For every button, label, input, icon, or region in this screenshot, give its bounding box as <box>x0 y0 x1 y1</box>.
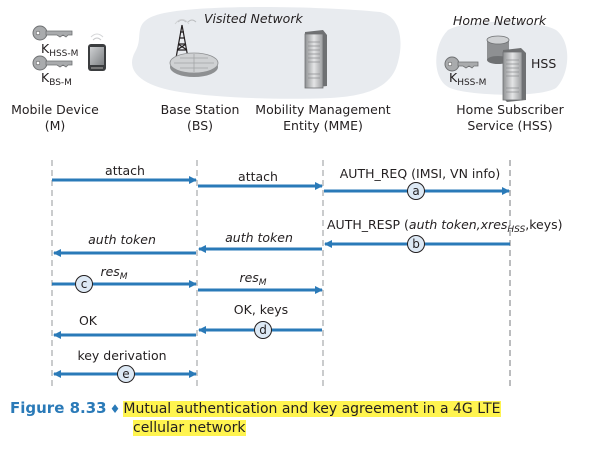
message-label-auth-token-bs-m: auth token <box>88 232 156 247</box>
entity-mme-name: Mobility Management <box>255 102 390 117</box>
step-label-c: c <box>81 277 88 291</box>
entity-m-name: Mobile Device <box>11 102 99 117</box>
entity-mme-id: Entity (MME) <box>283 118 363 133</box>
message-label-res-m-bs: resM <box>100 264 127 282</box>
entity-hss-name: Home Subscriber <box>456 102 564 117</box>
message-label-auth-resp: AUTH_RESP (auth token,xresHSS,keys) <box>327 217 563 235</box>
message-label-key-derivation: key derivation <box>77 348 166 363</box>
figure-number: Figure 8.33 <box>10 399 107 417</box>
home-network-label: Home Network <box>453 13 547 28</box>
message-label-attach-m-bs: attach <box>105 163 145 178</box>
caption-line-1: Mutual authentication and key agreement … <box>123 401 501 417</box>
mobile-phone-icon <box>88 33 106 71</box>
message-label-ok: OK <box>79 313 98 328</box>
mobile-key2-label: KBS-M <box>41 70 72 88</box>
figure-caption: Figure 8.33♦Mutual authentication and ke… <box>10 399 600 438</box>
hss-label: HSS <box>531 56 556 71</box>
entity-bs-id: (BS) <box>187 118 213 133</box>
caption-line-2: cellular network <box>133 420 246 436</box>
message-label-ok-keys: OK, keys <box>234 302 288 317</box>
visited-network-label: Visited Network <box>204 11 303 26</box>
hss-key-icon <box>444 56 479 72</box>
caption-separator: ♦ <box>109 402 121 416</box>
step-label-e: e <box>122 367 129 381</box>
step-label-d: d <box>259 323 267 337</box>
step-label-b: b <box>412 237 420 251</box>
step-marker-b <box>407 235 425 253</box>
step-marker-c <box>75 275 93 293</box>
step-label-a: a <box>412 184 419 198</box>
hss-key-label: KHSS-M <box>449 70 486 88</box>
hss-server-icon <box>502 48 526 102</box>
mme-server-icon <box>304 30 327 89</box>
key-icon-hss-m <box>32 25 73 41</box>
step-marker-d <box>254 321 272 339</box>
message-label-res-bs-mme: resM <box>239 270 266 288</box>
step-marker-e <box>117 365 135 383</box>
key-icon-bs-m <box>32 55 73 71</box>
base-station-icon <box>169 19 219 77</box>
mobile-key1-label: KHSS-M <box>41 41 78 59</box>
message-label-auth-req: AUTH_REQ (IMSI, VN info) <box>340 166 501 181</box>
entity-hss-id: Service (HSS) <box>467 118 552 133</box>
message-label-attach-bs-mme: attach <box>238 169 278 184</box>
entity-m-id: (M) <box>45 118 66 133</box>
entity-bs-name: Base Station <box>161 102 240 117</box>
message-label-auth-token-mme-bs: auth token <box>225 230 293 245</box>
step-marker-a <box>407 182 425 200</box>
